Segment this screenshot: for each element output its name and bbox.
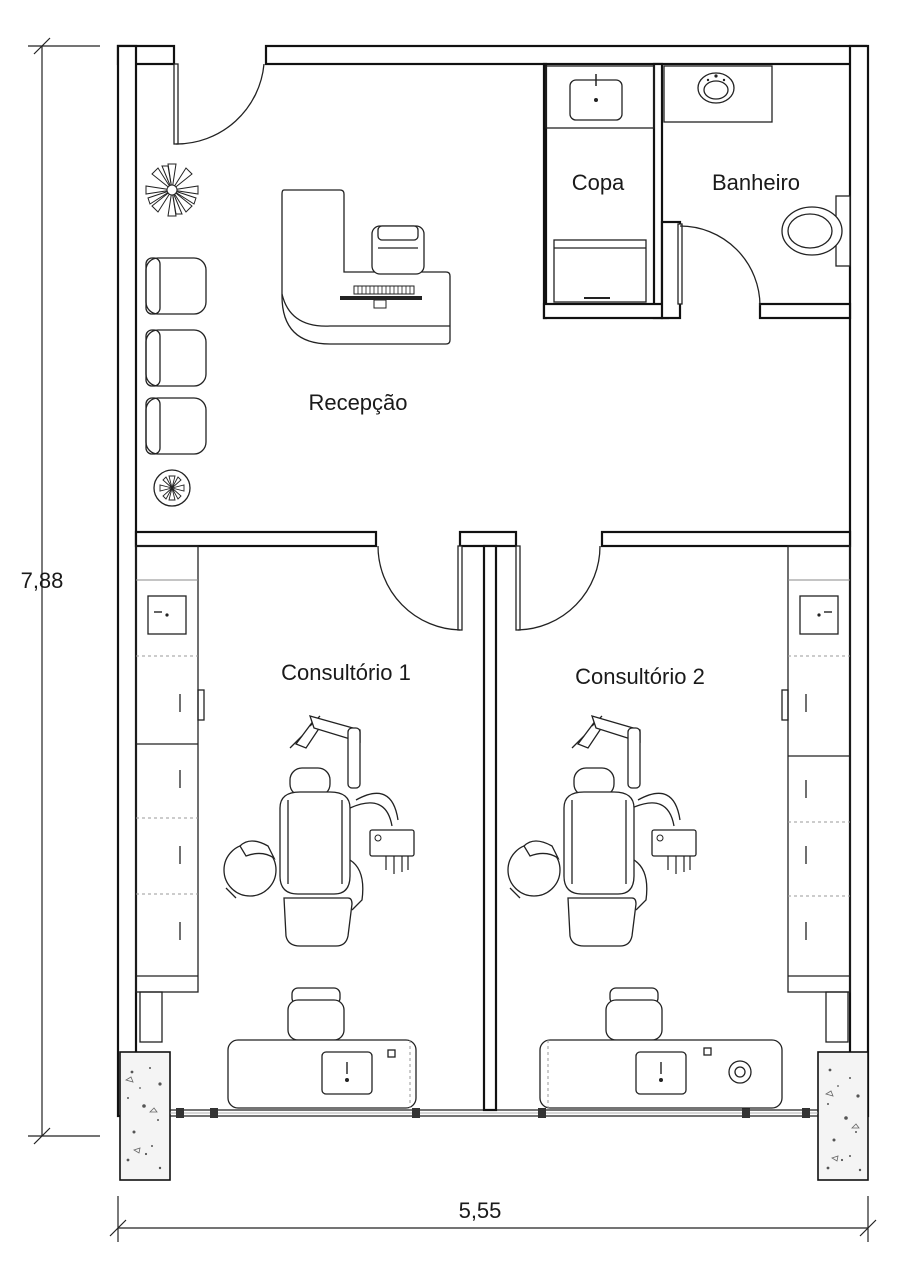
consultorio-1-doctor-stool xyxy=(287,987,345,1041)
room-label-recepcao: Recepção xyxy=(308,390,407,415)
width-dimension-label: 5,55 xyxy=(459,1198,502,1223)
copa-refrigerator xyxy=(553,239,647,303)
width-dimension: 5,55 xyxy=(109,1196,877,1242)
consultorio-1-dental-chair xyxy=(223,715,415,947)
consultorio-1-cabinets xyxy=(135,545,205,1043)
computer-keyboard xyxy=(340,285,422,309)
plant-large xyxy=(145,163,199,217)
waiting-chair xyxy=(145,257,207,315)
reception-desk xyxy=(281,189,451,345)
entrance-door xyxy=(173,63,265,145)
toilet xyxy=(781,195,851,267)
room-label-copa: Copa xyxy=(572,170,625,195)
room-label-banheiro: Banheiro xyxy=(712,170,800,195)
concrete-pillars xyxy=(119,1051,869,1181)
copa-sink xyxy=(545,65,655,129)
room-label-consultorio-1: Consultório 1 xyxy=(281,660,411,685)
interior-walls xyxy=(134,62,852,1112)
waiting-chairs xyxy=(145,257,207,455)
room-label-consultorio-2: Consultório 2 xyxy=(575,664,705,689)
banheiro-door xyxy=(677,223,761,307)
waiting-chair xyxy=(145,397,207,455)
waiting-chair xyxy=(145,329,207,387)
reception-chair xyxy=(371,225,425,275)
height-dimension-label: 7,88 xyxy=(21,568,64,593)
consultorio-1-sink-counter xyxy=(227,1039,417,1109)
banheiro-sink xyxy=(663,65,773,123)
plant-small xyxy=(153,469,191,507)
consultorio-1-door xyxy=(377,545,463,631)
consultorio-2-doctor-stool xyxy=(605,987,663,1041)
height-dimension: 7,88 xyxy=(21,37,100,1145)
consultorio-2-dental-chair xyxy=(507,715,697,947)
consultorio-2-cabinets xyxy=(781,545,851,1043)
consultorio-2-door xyxy=(515,545,601,631)
consultorio-2-sink-counter xyxy=(539,1039,783,1109)
